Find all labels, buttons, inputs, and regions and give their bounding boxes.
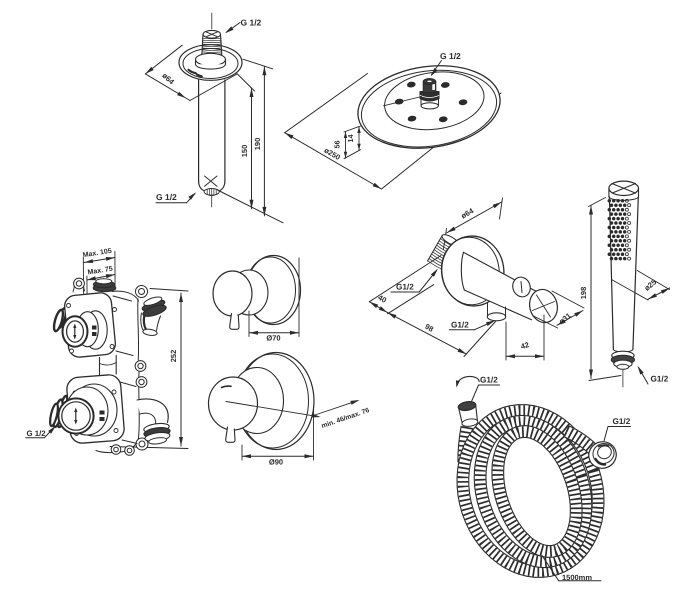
svg-text:G1/2: G1/2 xyxy=(396,283,414,292)
svg-text:14: 14 xyxy=(346,135,355,143)
svg-text:G1/2: G1/2 xyxy=(613,417,631,426)
svg-text:G 1/2: G 1/2 xyxy=(241,18,262,28)
svg-text:252: 252 xyxy=(169,350,178,363)
svg-text:198: 198 xyxy=(579,287,588,300)
svg-text:G 1/2: G 1/2 xyxy=(27,429,47,438)
svg-text:Ø70: Ø70 xyxy=(266,334,280,343)
svg-text:G 1/2: G 1/2 xyxy=(440,51,461,61)
svg-text:190: 190 xyxy=(253,138,262,151)
svg-text:Max. 105: Max. 105 xyxy=(82,248,112,259)
svg-text:Max. 75: Max. 75 xyxy=(87,266,113,277)
svg-text:42: 42 xyxy=(520,340,530,351)
svg-text:G 1/2: G 1/2 xyxy=(156,192,177,202)
svg-text:98: 98 xyxy=(423,322,435,334)
svg-text:150: 150 xyxy=(240,145,249,158)
svg-text:Ø90: Ø90 xyxy=(269,458,283,467)
svg-text:56: 56 xyxy=(333,141,342,149)
svg-text:G1/2: G1/2 xyxy=(451,321,469,330)
svg-text:G1/2: G1/2 xyxy=(480,376,498,385)
svg-text:40: 40 xyxy=(376,293,388,305)
svg-text:G1/2: G1/2 xyxy=(651,375,669,384)
svg-text:1500mm: 1500mm xyxy=(562,573,592,582)
